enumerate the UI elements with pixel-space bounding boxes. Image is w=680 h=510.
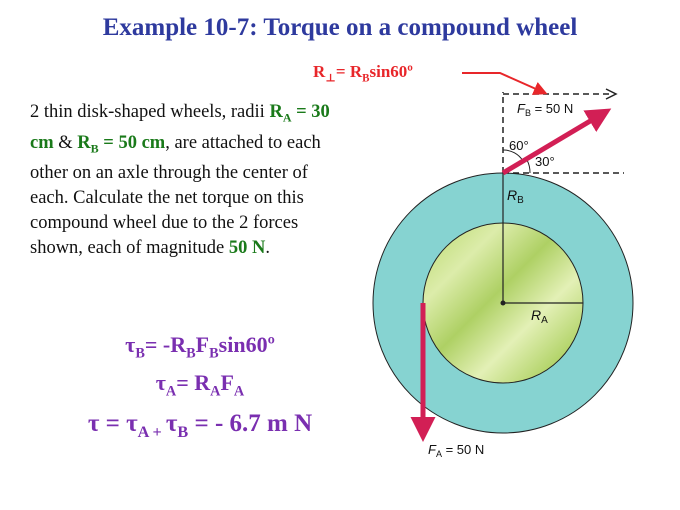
equation-torque-a: τA= RAFA [155, 370, 245, 400]
force-b-label: FB = 50 N [517, 101, 573, 118]
rperp-r: R [313, 62, 326, 81]
force-magnitude: 50 N [228, 238, 266, 259]
equations: τB= -RBFBsin60º τA= RAFA τ = τA + τB = -… [60, 330, 340, 449]
desc-p2: , are attached to each other on an axle … [30, 132, 321, 259]
dashed-arrowhead [605, 88, 618, 100]
radius-a-label: RA [531, 307, 548, 326]
perpendicular-pointer-arrow [462, 72, 548, 95]
rperp-eq: = R [335, 62, 363, 81]
problem-description: 2 thin disk-shaped wheels, radii RA = 30… [30, 100, 335, 261]
force-b-arrow [501, 108, 612, 176]
equation-net-torque: τ = τA + τB = - 6.7 m N [87, 409, 313, 441]
page-title: Example 10-7: Torque on a compound wheel [102, 14, 578, 41]
angle-30-label: 30° [535, 154, 555, 169]
force-a-label: FA = 50 N [428, 442, 484, 459]
perpendicular-radius-label: R⊥= RBsin60º [313, 62, 413, 84]
rperp-perp: ⊥ [325, 72, 336, 85]
radius-a-value: RA = 30 cm [30, 102, 330, 153]
rperp-sub: B [362, 72, 370, 85]
desc-p1: 2 thin disk-shaped wheels, radii [30, 102, 270, 122]
rperp-rest: sin60º [369, 62, 413, 81]
desc-p3: . [265, 238, 270, 259]
axle-center [500, 300, 506, 306]
angle-60-label: 60° [509, 138, 529, 153]
radius-b-label: RB [507, 187, 524, 206]
equation-torque-b: τB= -RBFBsin60º [125, 332, 275, 362]
radius-b-value: RB = 50 cm [77, 132, 166, 156]
angle-arc-30 [526, 159, 531, 174]
desc-amp: & [53, 132, 78, 153]
